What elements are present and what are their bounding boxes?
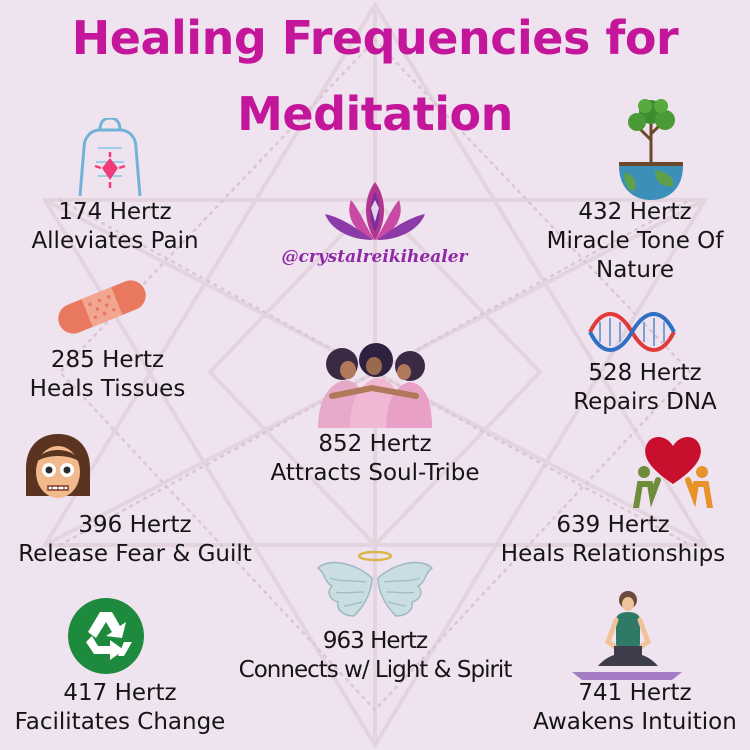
tree-earth-icon [619, 99, 683, 200]
freq-639-hz: 639 Hertz [556, 512, 670, 538]
freq-432-hz: 432 Hertz [578, 199, 692, 225]
bandage-icon [58, 280, 146, 334]
freq-396-label: 396 Hertz Release Fear & Guilt [0, 511, 270, 569]
freq-741-hz: 741 Hertz [578, 680, 692, 706]
freq-417-effect: Facilitates Change [14, 709, 226, 735]
freq-963-label: 963 Hertz Connects w/ Light & Spirit [222, 627, 528, 685]
title-line-1: Healing Frequencies for [71, 11, 679, 65]
freq-432-effect-line2: Nature [596, 257, 674, 283]
friends-hug-icon [318, 343, 432, 428]
freq-963-effect: Connects w/ Light & Spirit [238, 657, 513, 683]
freq-285-label: 285 Hertz Heals Tissues [0, 346, 215, 404]
angel-wings-icon [316, 550, 434, 617]
freq-528-label: 528 Hertz Repairs DNA [540, 359, 750, 417]
dna-icon [588, 312, 676, 352]
freq-639-label: 639 Hertz Heals Relationships [488, 511, 738, 569]
freq-963-hz: 963 Hertz [322, 628, 428, 654]
freq-285-hz: 285 Hertz [50, 347, 165, 373]
freq-396-effect: Release Fear & Guilt [18, 541, 252, 567]
freq-396-hz: 396 Hertz [78, 512, 192, 538]
freq-852-hz: 852 Hertz [318, 431, 432, 457]
heart-people-icon [633, 437, 713, 508]
title-line-2: Meditation [237, 87, 513, 141]
freq-741-label: 741 Hertz Awakens Intuition [520, 679, 750, 737]
freq-528-effect: Repairs DNA [573, 389, 717, 415]
freq-741-effect: Awakens Intuition [533, 709, 737, 735]
social-handle: @crystalreikihealer [281, 247, 468, 267]
freq-852-label: 852 Hertz Attracts Soul-Tribe [230, 430, 520, 488]
body-pain-icon [78, 118, 142, 196]
freq-432-effect: Miracle Tone Of [546, 228, 724, 254]
freq-852-effect: Attracts Soul-Tribe [270, 460, 480, 486]
lotus-logo-icon [325, 182, 425, 240]
meditating-person-icon [572, 591, 682, 680]
freq-174-hz: 174 Hertz [58, 199, 172, 225]
freq-432-label: 432 Hertz Miracle Tone Of Nature [520, 198, 750, 285]
freq-639-effect: Heals Relationships [500, 541, 726, 567]
freq-528-hz: 528 Hertz [588, 360, 702, 386]
freq-417-label: 417 Hertz Facilitates Change [0, 679, 240, 737]
freq-174-label: 174 Hertz Alleviates Pain [0, 198, 230, 256]
freq-174-effect: Alleviates Pain [31, 228, 199, 254]
freq-417-hz: 417 Hertz [63, 680, 177, 706]
recycle-icon [68, 598, 144, 674]
fearful-face-icon [26, 434, 90, 498]
freq-285-effect: Heals Tissues [29, 376, 186, 402]
